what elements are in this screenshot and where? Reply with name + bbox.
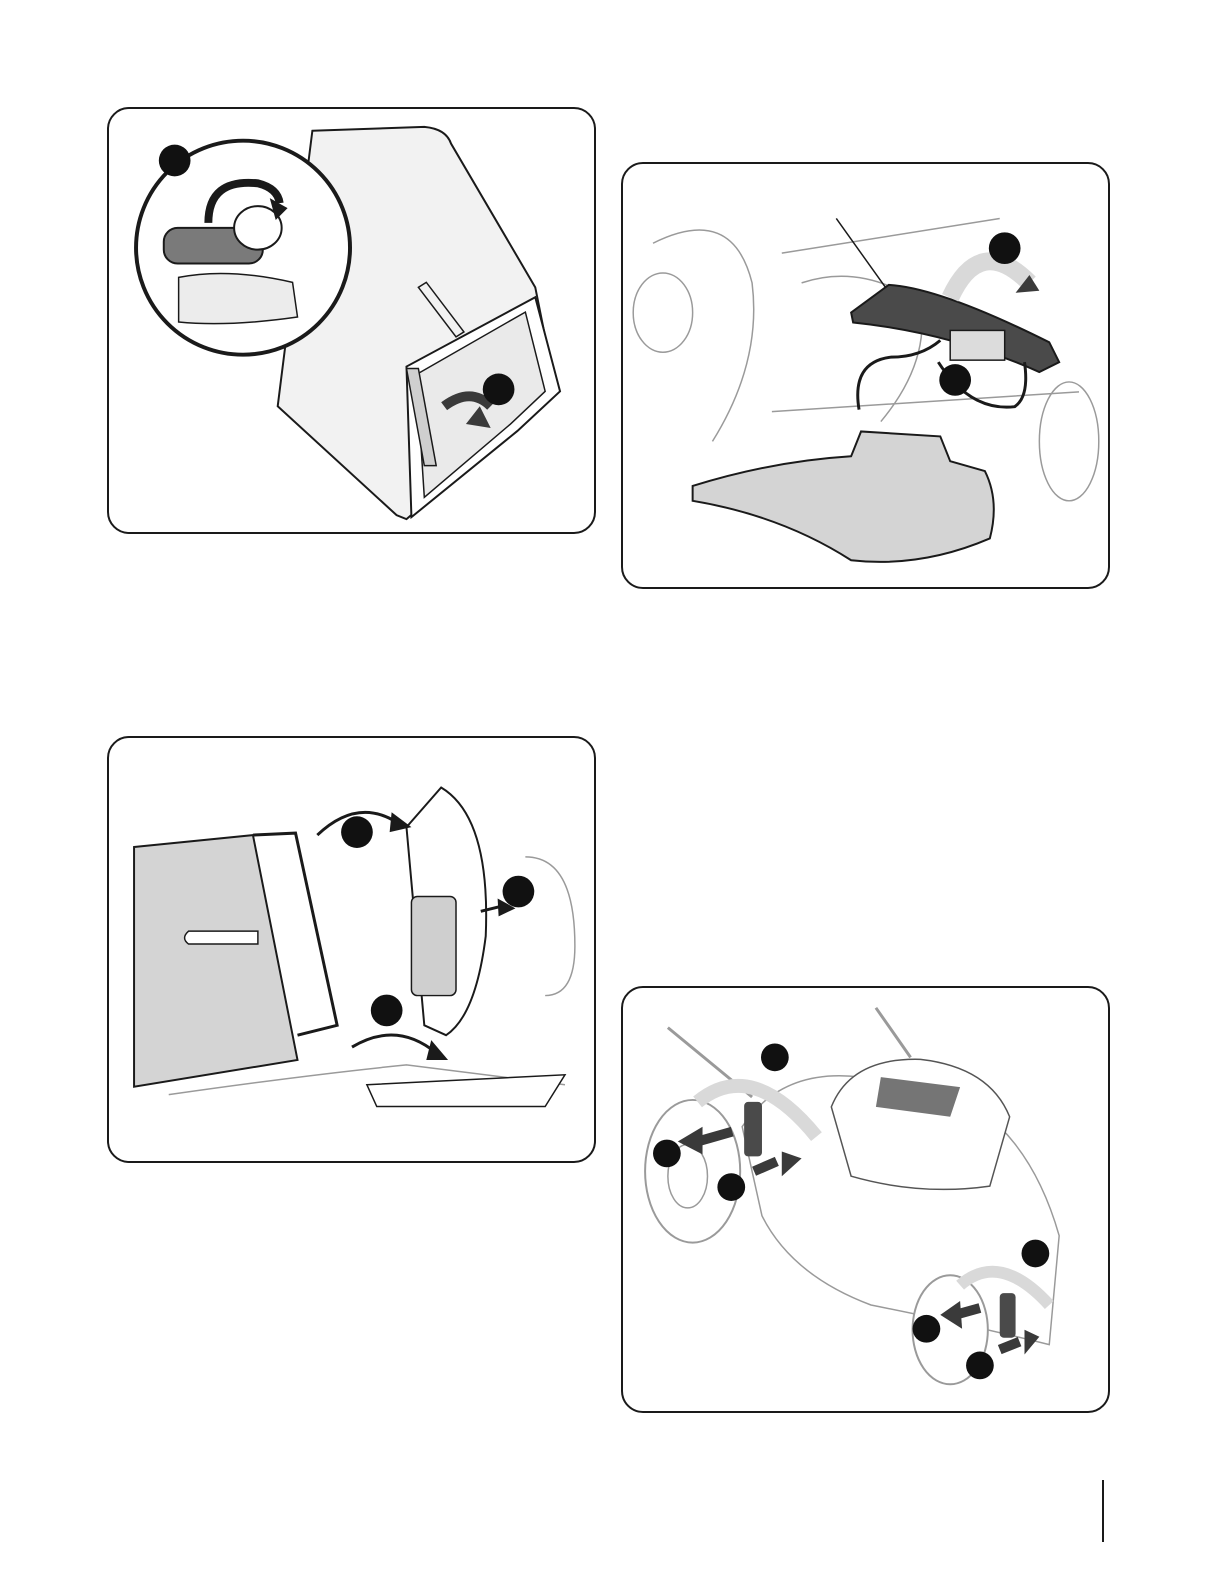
callout-marker bbox=[341, 816, 373, 848]
rear-discharge-illustration bbox=[623, 164, 1108, 587]
callout-marker bbox=[503, 876, 535, 908]
callout-marker bbox=[913, 1315, 941, 1343]
figure-wheel-height-adjustment bbox=[621, 986, 1110, 1413]
callout-marker bbox=[1022, 1240, 1050, 1268]
callout-marker bbox=[159, 145, 191, 177]
callout-marker bbox=[989, 232, 1021, 264]
callout-marker bbox=[371, 995, 403, 1027]
figure-grass-bag-attachment bbox=[107, 736, 596, 1163]
figure-rear-discharge bbox=[621, 162, 1110, 589]
wheel-height-illustration bbox=[623, 988, 1108, 1411]
callout-marker bbox=[653, 1140, 681, 1168]
figure-grass-bag-frame bbox=[107, 107, 596, 534]
callout-marker bbox=[717, 1173, 745, 1201]
grass-bag-frame-illustration bbox=[109, 109, 594, 532]
callout-marker bbox=[966, 1352, 994, 1380]
callout-marker bbox=[483, 373, 515, 405]
page-edge-rule bbox=[1102, 1480, 1104, 1542]
callout-marker bbox=[939, 364, 971, 396]
callout-marker bbox=[761, 1043, 789, 1071]
grass-bag-attachment-illustration bbox=[109, 738, 594, 1161]
